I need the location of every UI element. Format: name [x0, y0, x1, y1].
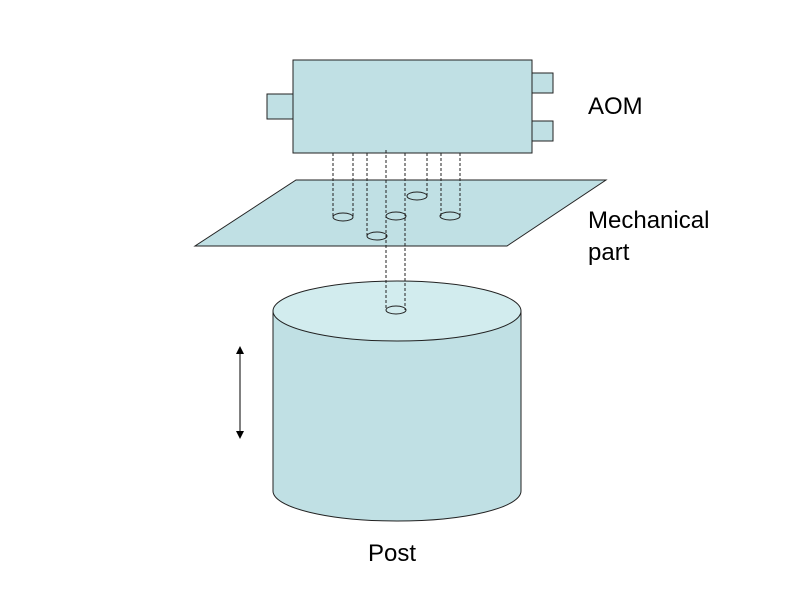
post-label: Post	[368, 540, 416, 567]
aom-device	[266, 59, 554, 154]
hole-ellipse-5	[439, 211, 461, 221]
mechanical-plate	[193, 179, 608, 247]
hole-ellipse-post	[385, 305, 407, 315]
post-cylinder	[272, 280, 522, 522]
aom-right-connector-bottom	[531, 120, 554, 142]
arrow-head-down-icon	[236, 431, 244, 439]
hole-ellipse-4	[406, 191, 428, 201]
post-top	[272, 280, 522, 342]
mechanical-part-label-line2: part	[588, 239, 630, 266]
dashed-guides	[332, 150, 461, 310]
post-body	[272, 310, 522, 522]
aom-right-connector-top	[531, 72, 554, 94]
hole-ellipse-1	[332, 212, 354, 222]
holes	[332, 191, 461, 315]
hole-ellipse-3	[385, 211, 407, 221]
aom-body	[292, 59, 533, 154]
hole-ellipse-2	[366, 231, 388, 241]
aom-left-connector	[266, 93, 294, 120]
mechanical-part	[193, 179, 608, 247]
vertical-motion-arrow	[236, 346, 244, 439]
aom-label: AOM	[588, 93, 643, 120]
arrow-head-up-icon	[236, 346, 244, 354]
mechanical-part-label-line1: Mechanical	[588, 207, 709, 234]
